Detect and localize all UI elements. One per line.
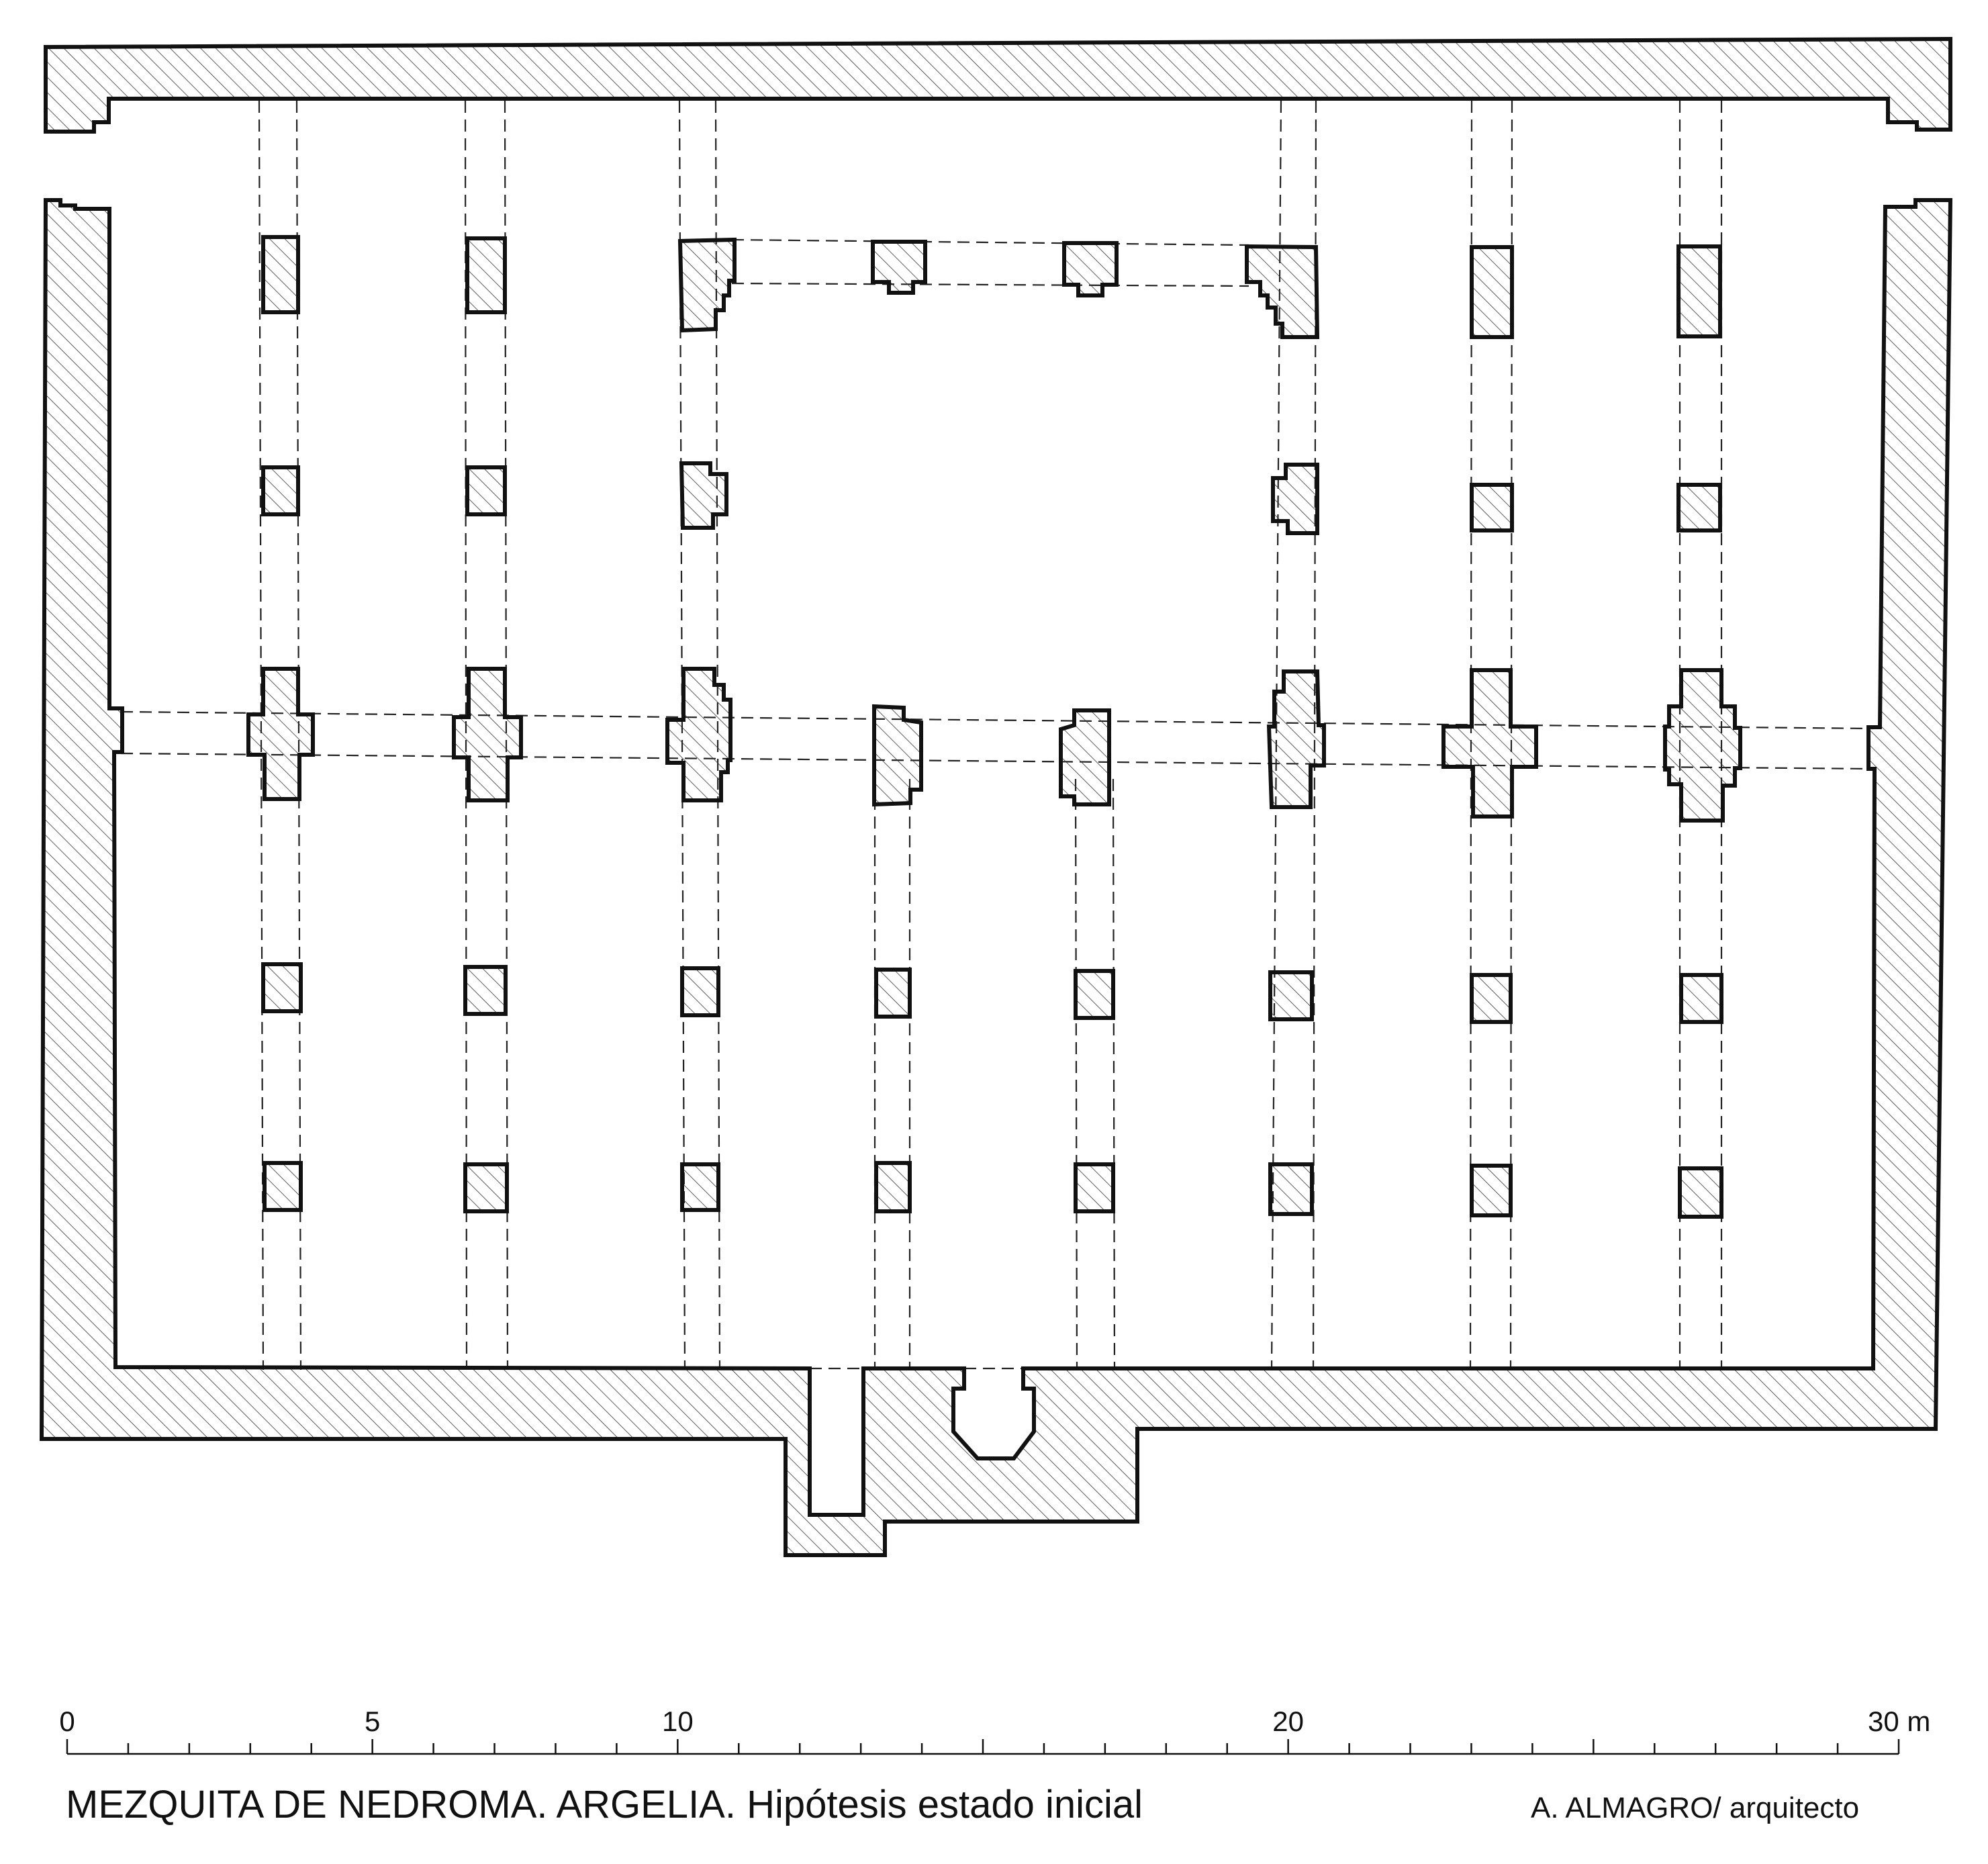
pier: [665, 667, 732, 802]
pier: [261, 235, 300, 314]
pier: [1663, 668, 1742, 823]
author-credit: A. ALMAGRO/ arquitecto: [1531, 1791, 1860, 1824]
scale-label: 5: [365, 1706, 380, 1737]
walls: [39, 36, 1953, 1557]
pier: [871, 240, 927, 295]
pier: [1245, 244, 1320, 339]
pier: [1470, 1164, 1513, 1217]
scale-label: 0: [59, 1706, 75, 1737]
north-wall: [44, 36, 1952, 134]
scale-label: 20: [1272, 1706, 1304, 1737]
pier: [679, 461, 728, 530]
pier: [261, 465, 300, 516]
pier: [452, 667, 523, 802]
pier: [1074, 1162, 1115, 1213]
pier: [263, 1161, 303, 1212]
scale-bar: 0 5 10 20 30 m: [59, 1706, 1930, 1755]
pier: [1470, 973, 1513, 1024]
scale-label: 30 m: [1868, 1706, 1930, 1737]
pier: [1676, 244, 1722, 338]
pier: [872, 704, 923, 807]
pier: [465, 465, 507, 516]
pier: [465, 236, 507, 314]
pier: [1059, 708, 1111, 806]
pier: [261, 962, 303, 1013]
pier: [1679, 973, 1723, 1024]
qibla-and-side-walls: [39, 198, 1953, 1557]
pier: [1268, 970, 1314, 1021]
pier: [1266, 669, 1326, 809]
pier: [1676, 483, 1722, 532]
pier: [680, 966, 720, 1017]
scale-label: 10: [662, 1706, 694, 1737]
pier: [463, 965, 508, 1016]
pier: [246, 667, 315, 801]
plan-title: MEZQUITA DE NEDROMA. ARGELIA. Hipótesis …: [66, 1783, 1143, 1826]
pier: [1678, 1166, 1723, 1219]
pier: [1271, 463, 1319, 535]
arch-lines: [120, 100, 1874, 1389]
pier: [1268, 1162, 1314, 1216]
pier: [1074, 969, 1115, 1020]
pier: [1441, 668, 1538, 819]
pier: [874, 1161, 912, 1213]
pier: [463, 1162, 509, 1213]
pier: [1062, 241, 1119, 297]
pier: [1470, 483, 1514, 532]
piers: [246, 235, 1742, 1219]
pier: [1470, 245, 1514, 339]
pier: [874, 968, 912, 1019]
pier: [677, 237, 737, 333]
pier: [680, 1162, 720, 1212]
